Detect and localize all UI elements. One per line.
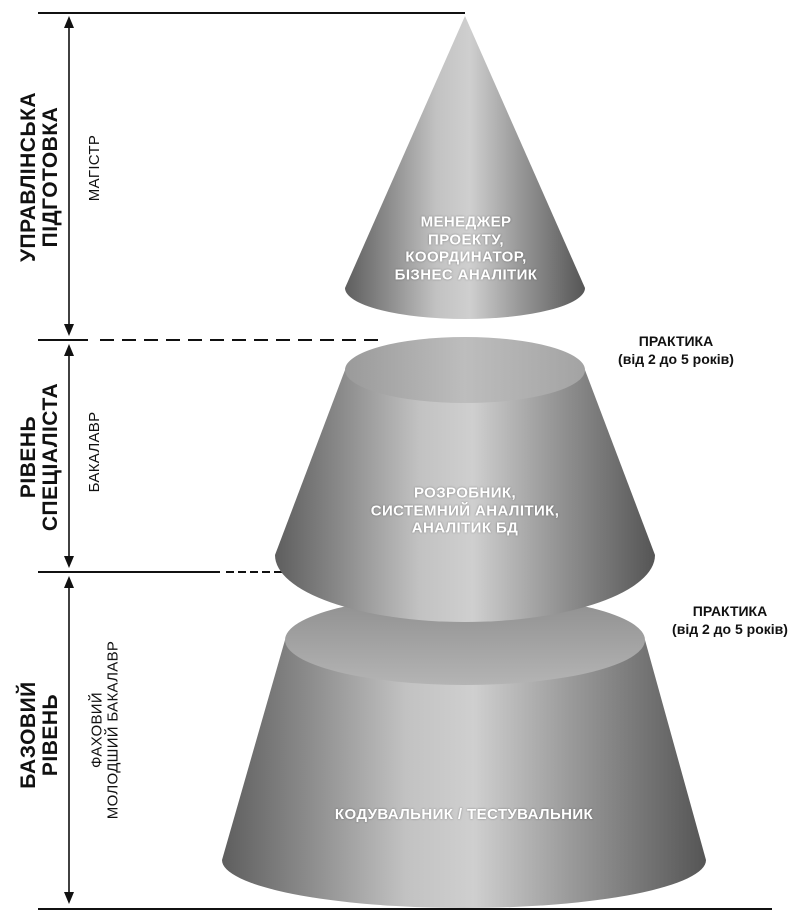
bottom-frustum: [222, 595, 706, 908]
top-cone: [345, 16, 585, 319]
bottom-frustum-label: КОДУВАЛЬНИК / ТЕСТУВАЛЬНИК: [334, 806, 594, 824]
practice-note-upper: ПРАКТИКА (від 2 до 5 років): [618, 333, 734, 368]
base-degree-label: ФАХОВИЙ МОЛОДШИЙ БАКАЛАВР: [88, 640, 121, 820]
middle-frustum-label: РОЗРОБНИК, СИСТЕМНИЙ АНАЛІТИК, АНАЛІТИК …: [370, 484, 560, 537]
specialist-range-arrow: [64, 344, 74, 568]
top-cone-label: МЕНЕДЖЕР ПРОЕКТУ, КООРДИНАТОР, БІЗНЕС АН…: [394, 213, 538, 284]
specialist-level-title: РІВЕНЬ СПЕЦІАЛІСТА: [16, 382, 62, 532]
base-level-title: БАЗОВИЙ РІВЕНЬ: [16, 681, 62, 789]
management-degree-label: МАГІСТР: [86, 134, 104, 202]
base-range-arrow: [64, 576, 74, 904]
middle-frustum: [275, 337, 655, 622]
management-range-arrow: [64, 16, 74, 336]
practice-note-lower: ПРАКТИКА (від 2 до 5 років): [672, 603, 788, 638]
specialist-degree-label: БАКАЛАВР: [86, 411, 104, 493]
management-level-title: УПРАВЛІНСЬКА ПІДГОТОВКА: [16, 91, 62, 263]
